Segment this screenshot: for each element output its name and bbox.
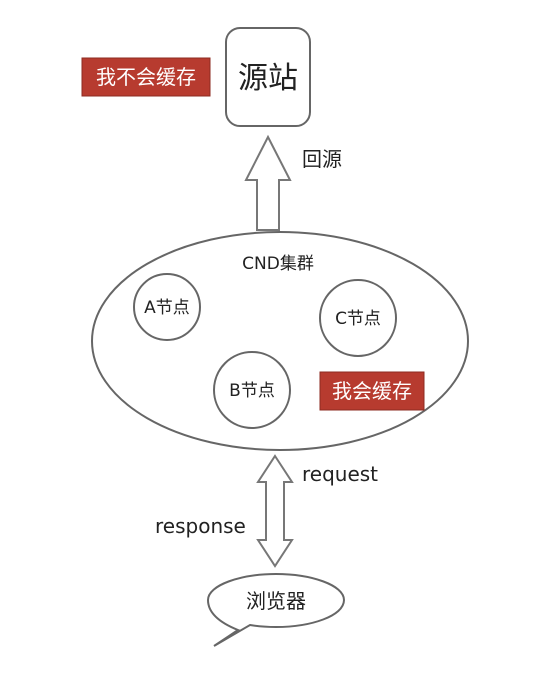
cdn-cache-badge-text: 我会缓存 xyxy=(332,379,412,403)
node-a-label: A节点 xyxy=(144,298,190,318)
browser-speech-bubble xyxy=(206,572,346,647)
origin-no-cache-badge-text: 我不会缓存 xyxy=(96,65,196,89)
origin-no-cache-badge xyxy=(81,57,211,97)
back-to-origin-label: 回源 xyxy=(302,147,342,171)
browser-label: 浏览器 xyxy=(246,589,306,613)
cdn-cluster-label: CND集群 xyxy=(242,254,314,274)
node-c-circle xyxy=(319,279,397,357)
node-a-circle xyxy=(133,273,201,341)
node-b-circle xyxy=(213,351,291,429)
request-label: request xyxy=(302,462,378,486)
node-b-label: B节点 xyxy=(229,381,275,401)
node-c-label: C节点 xyxy=(335,309,381,329)
response-label: response xyxy=(155,514,246,538)
origin-server-label: 源站 xyxy=(238,61,298,96)
request-response-arrow xyxy=(256,454,294,568)
back-to-origin-arrow xyxy=(244,134,292,231)
cdn-cache-badge xyxy=(319,371,425,411)
origin-server-box xyxy=(225,27,311,127)
